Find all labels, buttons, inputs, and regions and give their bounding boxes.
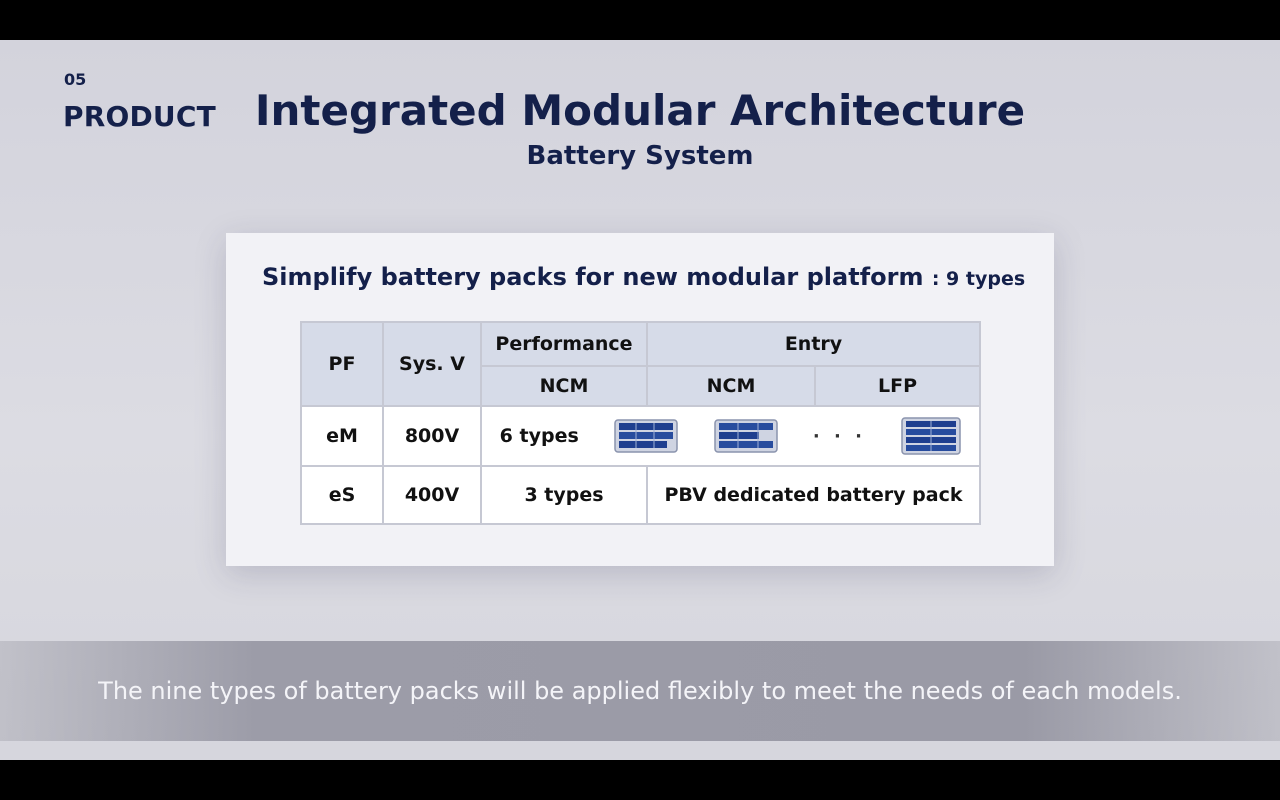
cell-pf: eM <box>300 405 384 467</box>
cell-types: 3 types <box>480 465 648 525</box>
table-header-row: PF Sys. V Performance Entry <box>300 321 981 407</box>
battery-pack-icon <box>614 419 678 453</box>
cell-pbv-note: PBV dedicated battery pack <box>646 465 981 525</box>
card-heading-text: Simplify battery packs for new modular p… <box>262 263 924 291</box>
subtitle-caption: The nine types of battery packs will be … <box>98 677 1182 705</box>
battery-pack-icon <box>713 419 778 453</box>
content-card: Simplify battery packs for new modular p… <box>226 233 1054 566</box>
table-subheader-row: NCM NCM LFP <box>301 365 981 407</box>
battery-table: PF Sys. V Performance Entry NCM NCM LFP … <box>300 321 981 525</box>
cell-types: 6 types <box>499 425 579 447</box>
section-title: PRODUCT <box>63 100 216 133</box>
battery-table-wrapper: PF Sys. V Performance Entry NCM NCM LFP … <box>300 321 981 525</box>
pack-illustrations: 6 types <box>482 407 979 465</box>
subtitle-band: The nine types of battery packs will be … <box>0 641 1280 741</box>
cell-em-types: 6 types <box>480 405 981 467</box>
header-pf: PF <box>300 321 384 407</box>
slide-title: Integrated Modular Architecture <box>254 86 1026 135</box>
presentation-slide: 05 PRODUCT Integrated Modular Architectu… <box>0 40 1280 760</box>
cell-pf: eS <box>300 465 384 525</box>
section-number: 05 <box>64 70 87 89</box>
battery-pack-icon <box>901 417 962 455</box>
table-row: eM 800V 6 types <box>300 405 981 467</box>
ellipsis-dots: · · · <box>812 425 866 447</box>
cell-sys-v: 400V <box>382 465 482 525</box>
header-performance-ncm: NCM <box>480 365 648 407</box>
table-row: eS 400V 3 types PBV dedicated battery pa… <box>300 465 981 525</box>
cell-sys-v: 800V <box>382 405 482 467</box>
card-heading: Simplify battery packs for new modular p… <box>262 263 1025 291</box>
header-entry-ncm: NCM <box>646 365 816 407</box>
card-heading-count: : 9 types <box>931 268 1026 290</box>
slide-subtitle: Battery System <box>526 141 754 171</box>
header-entry-lfp: LFP <box>814 365 981 407</box>
header-performance: Performance <box>480 321 648 367</box>
header-sys-v: Sys. V <box>382 321 482 407</box>
header-entry: Entry <box>646 321 981 367</box>
